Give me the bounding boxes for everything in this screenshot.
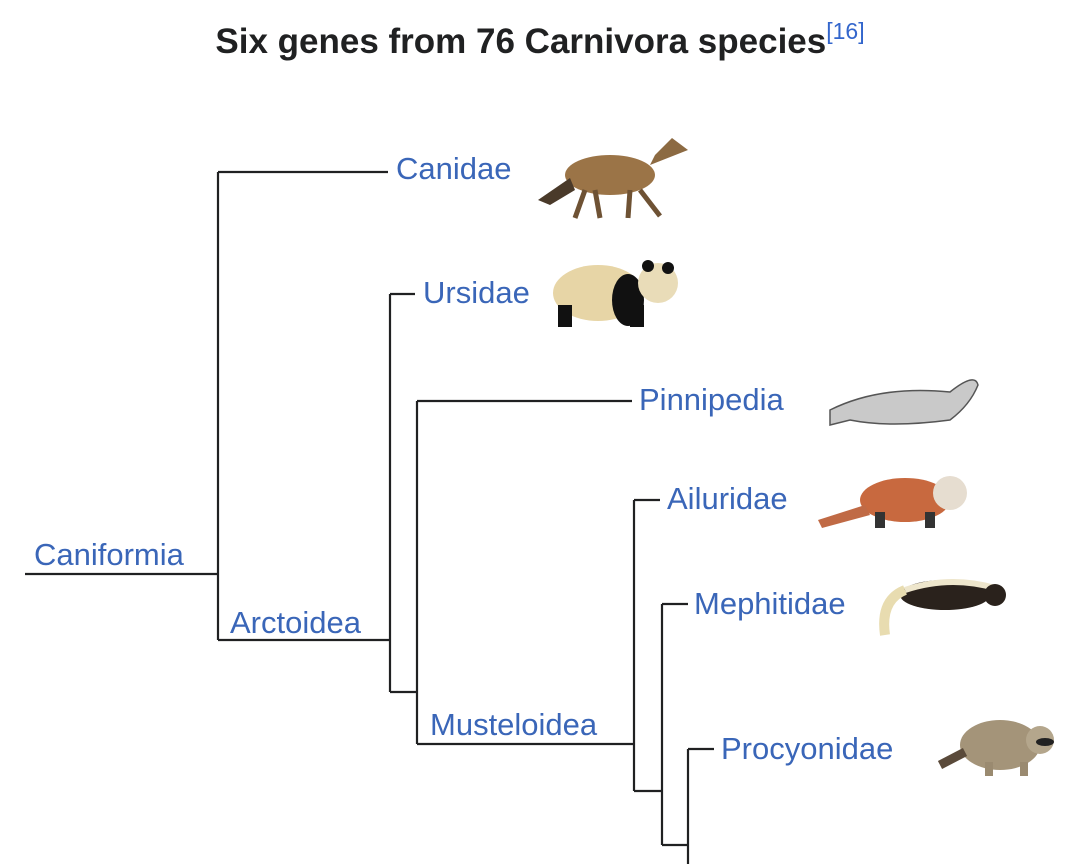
raccoon-illustration — [937, 720, 1054, 776]
taxon-label-procyonidae[interactable]: Procyonidae — [721, 731, 894, 766]
clade-label-arctoidea[interactable]: Arctoidea — [230, 605, 361, 640]
red-panda-illustration — [818, 476, 967, 528]
taxon-label-mephitidae[interactable]: Mephitidae — [694, 586, 846, 621]
taxon-label-ursidae[interactable]: Ursidae — [423, 275, 530, 310]
panda-illustration — [553, 260, 678, 327]
taxon-label-pinnipedia[interactable]: Pinnipedia — [639, 382, 784, 417]
clade-label-musteloidea[interactable]: Musteloidea — [430, 707, 598, 742]
title-text: Six genes from 76 Carnivora species — [215, 22, 827, 61]
diagram-title: Six genes from 76 Carnivora species[16] — [0, 18, 1080, 62]
taxon-label-canidae[interactable]: Canidae — [396, 151, 512, 186]
clade-label-caniformia[interactable]: Caniformia — [34, 537, 184, 572]
taxon-label-ailuridae[interactable]: Ailuridae — [667, 481, 788, 516]
jackal-illustration — [538, 138, 688, 219]
seal-illustration — [829, 379, 979, 426]
citation-link[interactable]: [16] — [826, 18, 865, 44]
skunk-illustration — [879, 579, 1006, 636]
